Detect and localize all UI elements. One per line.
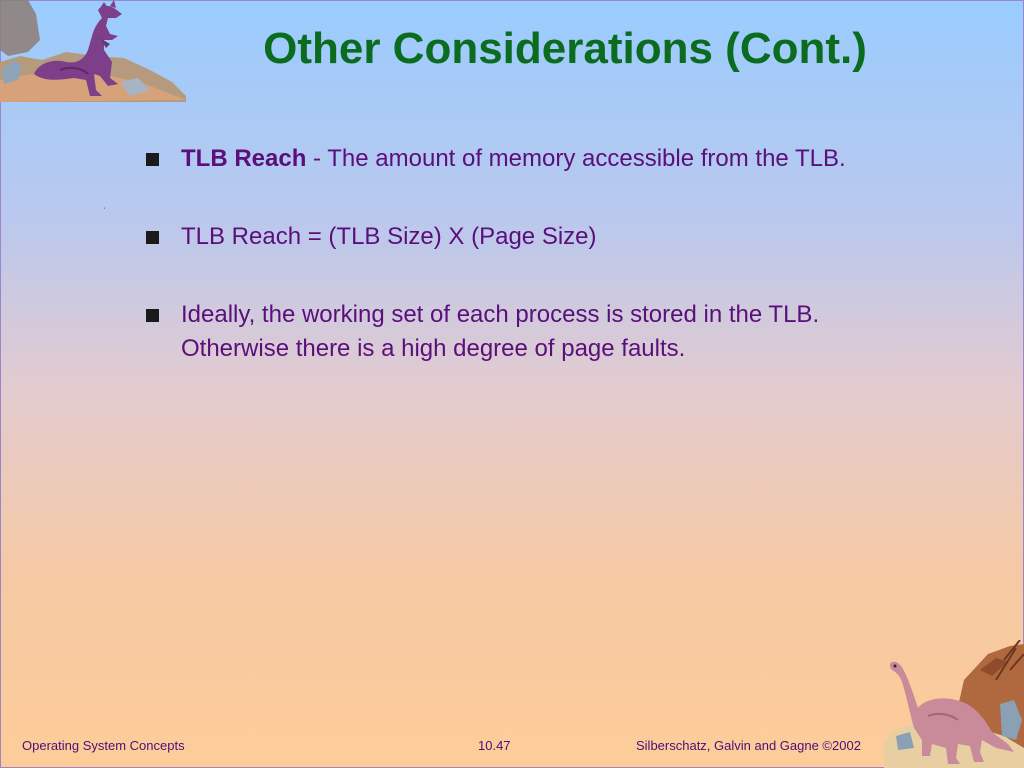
bullet-list: TLB Reach - The amount of memory accessi… bbox=[144, 142, 924, 410]
stray-mark: ' bbox=[104, 208, 106, 214]
bullet-item-working-set: Ideally, the working set of each process… bbox=[144, 298, 924, 366]
square-bullet-icon bbox=[146, 309, 159, 322]
bullet-term: TLB Reach bbox=[181, 145, 307, 172]
square-bullet-icon bbox=[146, 231, 159, 244]
bullet-item-tlb-formula: TLB Reach = (TLB Size) X (Page Size) bbox=[144, 220, 924, 254]
bullet-text: TLB Reach = (TLB Size) X (Page Size) bbox=[181, 223, 597, 250]
bullet-text: - The amount of memory accessible from t… bbox=[306, 145, 846, 172]
footer-course-title: Operating System Concepts bbox=[22, 738, 185, 753]
bullet-text: Ideally, the working set of each process… bbox=[181, 301, 820, 362]
brontosaurus-bottom-right-icon bbox=[884, 640, 1024, 768]
footer-slide-number: 10.47 bbox=[478, 738, 511, 753]
square-bullet-icon bbox=[146, 153, 159, 166]
bullet-item-tlb-reach: TLB Reach - The amount of memory accessi… bbox=[144, 142, 924, 176]
footer-copyright: Silberschatz, Galvin and Gagne ©2002 bbox=[636, 738, 861, 753]
dinosaur-top-left-icon bbox=[0, 0, 186, 102]
slide-title: Other Considerations (Cont.) bbox=[263, 24, 867, 73]
